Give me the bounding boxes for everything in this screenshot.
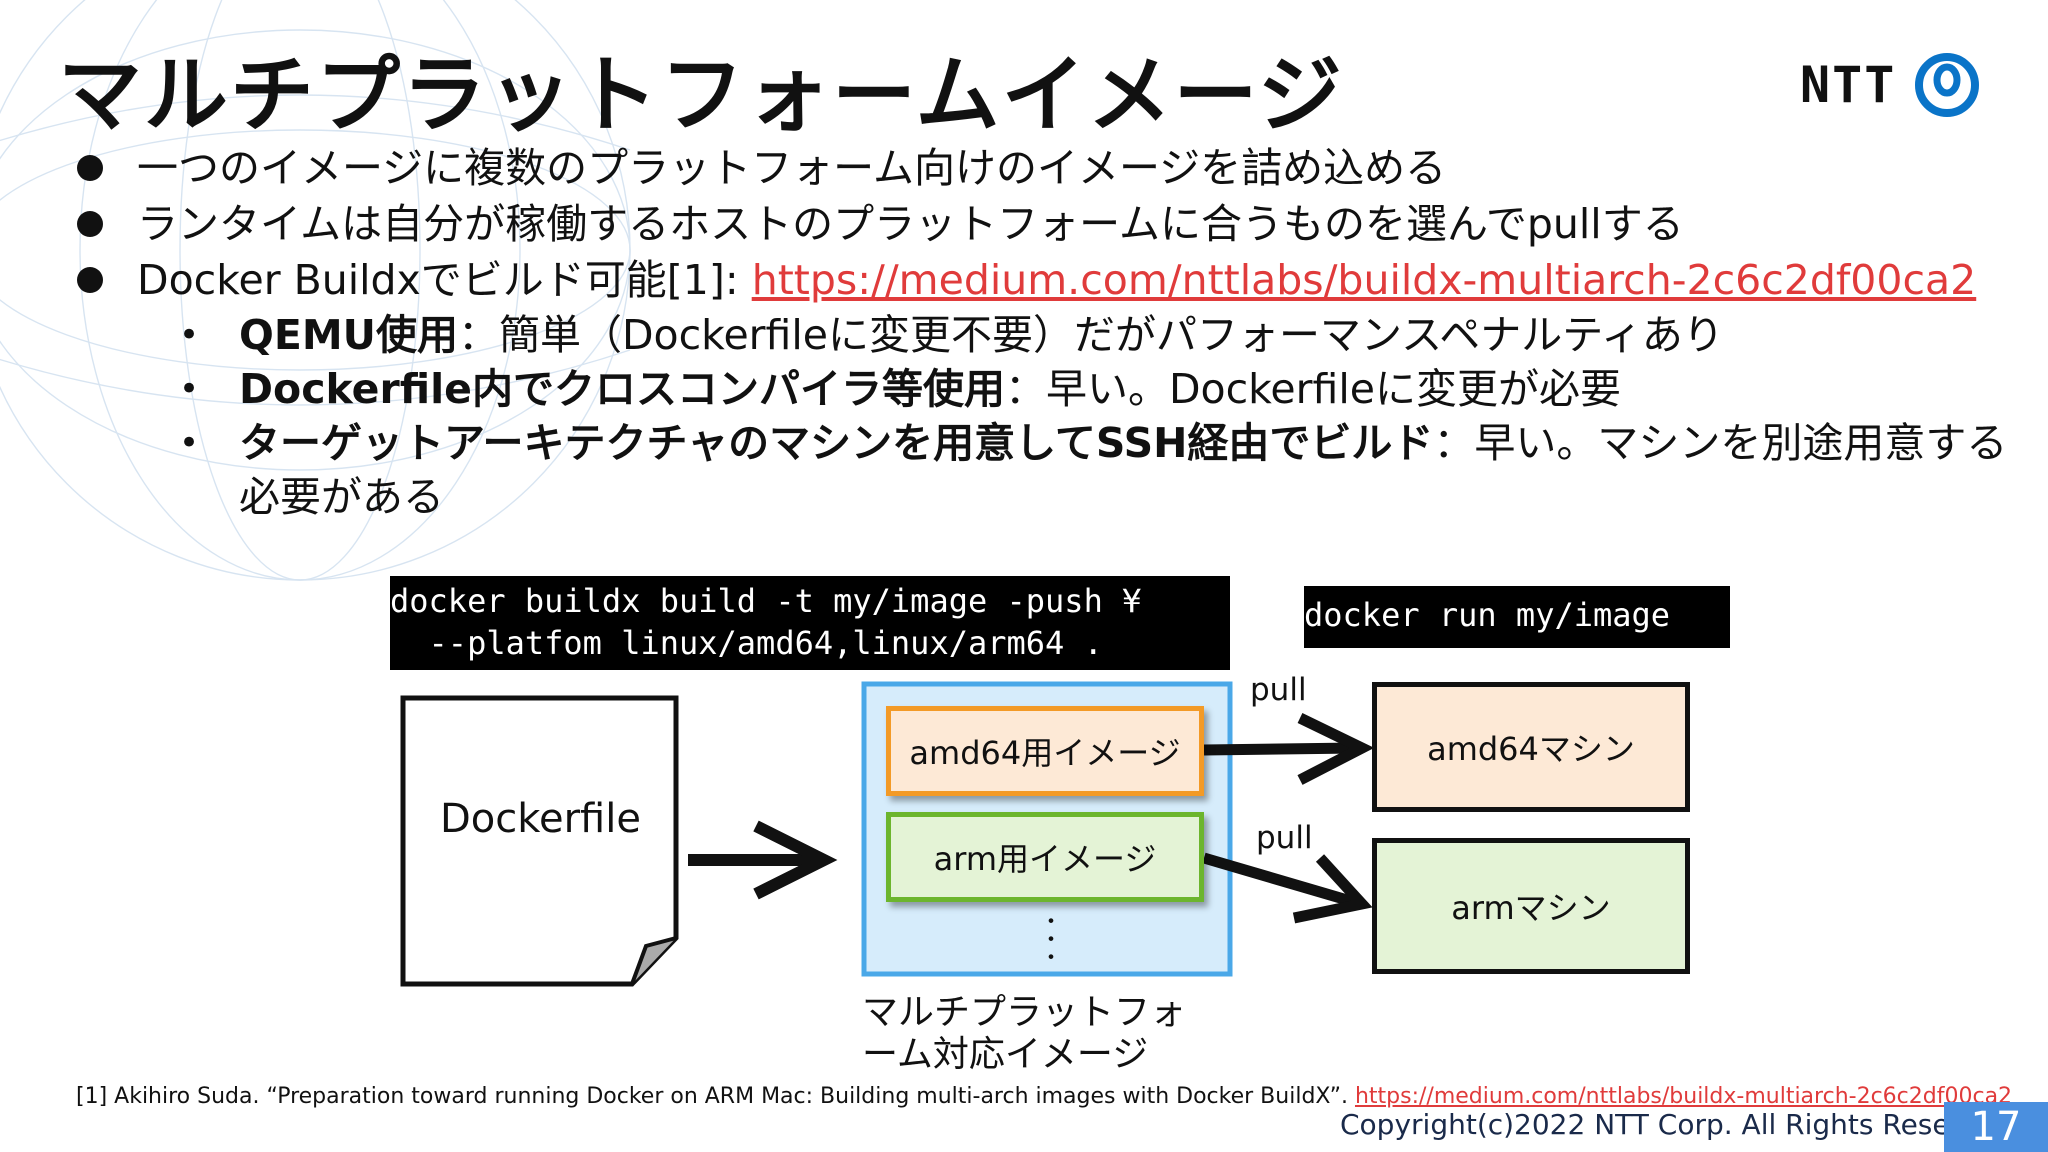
- slide-title: マルチプラットフォームイメージ: [58, 46, 1344, 144]
- arrow-pull-amd64-head-icon: [1297, 713, 1375, 785]
- sub-bullet-item: • QEMU使用：簡単（Dockerfileに変更不要）だがパフォーマンスペナル…: [75, 308, 1975, 362]
- run-command-box: docker run my/image: [1304, 586, 1730, 648]
- background-globe-decoration: [0, 0, 631, 581]
- amd64-image-box: amd64用イメージ: [886, 706, 1204, 796]
- bullet-dot-icon: [77, 155, 103, 181]
- image-list-ellipsis: ・ ・ ・: [1040, 910, 1063, 971]
- dockerfile-label: Dockerfile: [440, 796, 641, 842]
- bullet-list: 一つのイメージに複数のプラットフォーム向けのイメージを詰め込める ランタイムは自…: [75, 140, 2007, 524]
- bullet-item: ランタイムは自分が稼働するホストのプラットフォームに合うものを選んでpullする: [75, 196, 1975, 252]
- sub-bullet-text: ：簡単（Dockerfileに変更不要）だがパフォーマンスペナルティあり: [457, 311, 1724, 359]
- pull-label-arm: pull: [1256, 820, 1313, 856]
- arm-machine-box: armマシン: [1372, 838, 1690, 974]
- pull-label-amd64: pull: [1250, 672, 1307, 708]
- arrow-pull-arm-line: [1202, 852, 1356, 908]
- ntt-logo-icon: [1915, 53, 1980, 117]
- arrow-pull-arm-head-icon: [1292, 854, 1373, 924]
- multiplatform-image-caption: マルチプラットフォーム対応イメージ: [862, 992, 1187, 1075]
- arm-machine-label: armマシン: [1451, 889, 1611, 927]
- arm-image-box: arm用イメージ: [886, 812, 1204, 902]
- bullet-text: ランタイムは自分が稼働するホストのプラットフォームに合うものを選んでpullする: [137, 200, 1684, 248]
- amd64-machine-box: amd64マシン: [1372, 682, 1690, 812]
- sub-bullet-text: ：早い。Dockerfileに変更が必要: [1004, 365, 1621, 413]
- footnote-link[interactable]: https://medium.com/nttlabs/buildx-multia…: [1354, 1084, 2013, 1109]
- bullet-item: Docker Buildxでビルド可能[1]: https://medium.c…: [75, 252, 1977, 308]
- bullet-text: 一つのイメージに複数のプラットフォーム向けのイメージを詰め込める: [137, 144, 1447, 192]
- build-command-box: docker buildx build -t my/image -push ¥ …: [390, 576, 1230, 670]
- footnote-text: [1] Akihiro Suda. “Preparation toward ru…: [76, 1084, 1355, 1109]
- buildx-link[interactable]: https://medium.com/nttlabs/buildx-multia…: [751, 256, 1977, 304]
- sub-bullet-dot-icon: •: [179, 315, 200, 355]
- sub-bullet-item: • Dockerfile内でクロスコンパイラ等使用：早い。Dockerfileに…: [75, 362, 1975, 416]
- document-fold-icon: [630, 936, 677, 985]
- arrow-pull-amd64-line: [1203, 742, 1357, 756]
- sub-bullet-dot-icon: •: [179, 423, 200, 463]
- ntt-logo: NTT: [1800, 52, 1980, 118]
- footnote: [1] Akihiro Suda. “Preparation toward ru…: [76, 1084, 2012, 1109]
- sub-bullet-text: ：早い。マシンを別途用意する必要がある: [239, 419, 2008, 521]
- arm-image-label: arm用イメージ: [933, 840, 1157, 878]
- bullet-text: Docker Buildxでビルド可能[1]:: [137, 256, 752, 304]
- bullet-dot-icon: [77, 267, 103, 293]
- bullet-item: 一つのイメージに複数のプラットフォーム向けのイメージを詰め込める: [75, 140, 1975, 196]
- arrow-build-head-icon: [753, 820, 838, 900]
- logo-text: NTT: [1800, 56, 1897, 114]
- page-number: 17: [1944, 1102, 2048, 1152]
- sub-bullet-bold: QEMU使用: [239, 311, 458, 359]
- run-command-text: docker run my/image: [1304, 596, 1671, 634]
- copyright: Copyright(c)2022 NTT Corp. All Rights Re…: [1340, 1108, 2022, 1141]
- sub-bullet-item: • ターゲットアーキテクチャのマシンを用意してSSH経由でビルド：早い。マシンを…: [75, 416, 2019, 524]
- amd64-image-label: amd64用イメージ: [909, 734, 1181, 772]
- build-command-line-2: --platfom linux/amd64,linux/arm64 .: [390, 624, 1103, 662]
- bullet-dot-icon: [77, 211, 103, 237]
- sub-bullet-bold: Dockerfile内でクロスコンパイラ等使用: [239, 365, 1005, 413]
- sub-bullet-bold: ターゲットアーキテクチャのマシンを用意してSSH経由でビルド: [239, 419, 1434, 467]
- sub-bullet-dot-icon: •: [179, 369, 200, 409]
- build-command-line-1: docker buildx build -t my/image -push ¥: [390, 582, 1142, 620]
- amd64-machine-label: amd64マシン: [1427, 730, 1635, 768]
